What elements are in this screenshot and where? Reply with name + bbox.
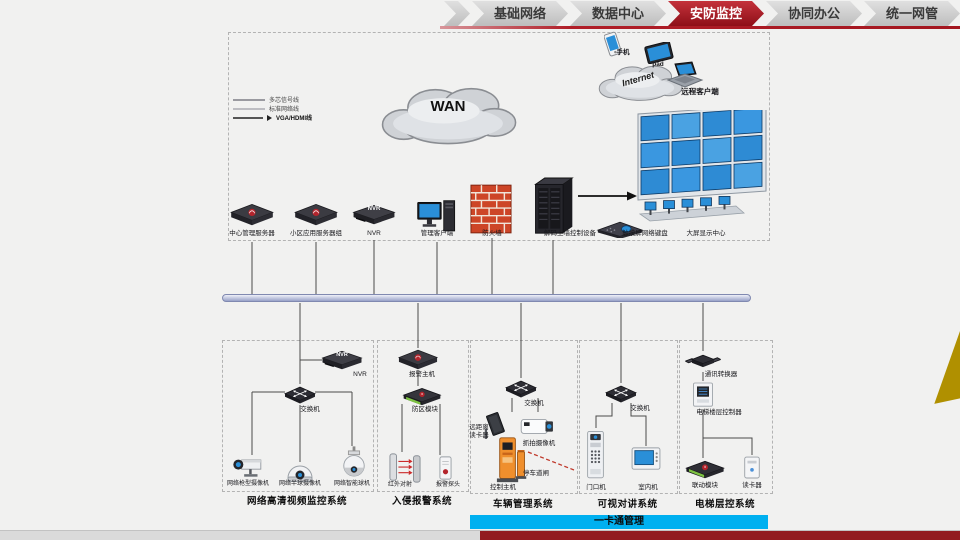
- door-station-label: 门口机: [586, 484, 606, 491]
- floor-controller-icon: [691, 381, 715, 409]
- arrow-right-icon: [267, 114, 272, 121]
- tab-data-center[interactable]: 数据中心: [570, 1, 666, 26]
- switch-label: 交换机: [300, 406, 320, 413]
- legend-row: 多芯信号线: [233, 95, 312, 104]
- legend: 多芯信号线 标准网络线 VGA/HDMI线: [233, 95, 312, 122]
- alarm-detector-icon: [438, 455, 453, 481]
- tab-collaboration[interactable]: 协同办公: [766, 1, 862, 26]
- box-camera-icon: [230, 455, 270, 480]
- ptz-camera-icon: [341, 446, 367, 480]
- center-server-label: 中心管理服务器: [229, 230, 275, 237]
- lightning-icon: [856, 0, 960, 540]
- nav-underline: [440, 26, 960, 29]
- card-reader-label: 读卡器: [742, 482, 762, 489]
- tab-unified-nms[interactable]: 统一网管: [864, 1, 960, 26]
- legend-label: VGA/HDMI线: [276, 116, 313, 122]
- section-title-intercom: 可视对讲系统: [597, 499, 658, 510]
- dome-camera-label: 网络半球摄像机: [278, 481, 321, 487]
- tab-basic-network[interactable]: 基础网络: [472, 1, 568, 26]
- onecard-management-bar: 一卡通管理: [470, 515, 768, 529]
- app-server-icon: [292, 202, 340, 226]
- legend-line-multicore: [233, 98, 265, 101]
- linkage-module-label: 联动模块: [692, 482, 718, 489]
- nav-chevron-stub: [444, 1, 470, 26]
- breadcrumb-nav: 基础网络 数据中心 安防监控 协同办公 统一网管: [444, 1, 960, 26]
- bottom-accent-bar: [480, 531, 960, 540]
- zone-module-label: 防区模块: [412, 406, 438, 413]
- app-server-label: 小区应用服务器组: [290, 230, 342, 237]
- box-camera-label: 网络枪型摄像机: [226, 481, 269, 487]
- nvr-label: NVR: [367, 230, 381, 237]
- ir-beam-icon: [388, 452, 422, 484]
- video-wall-label: 大屏显示中心: [686, 230, 726, 237]
- door-station-icon: [585, 428, 606, 482]
- nvr-device-badge: NVR: [336, 352, 348, 358]
- legend-label: 标准网络线: [269, 107, 300, 113]
- center-server-icon: [228, 202, 276, 226]
- section-title-alarm: 入侵报警系统: [391, 496, 452, 507]
- indoor-station-label: 室内机: [638, 484, 658, 491]
- network-keyboard-label: 触摸屏网络键盘: [622, 230, 668, 237]
- wan-label: WAN: [430, 98, 466, 115]
- nvr-device-badge: NVR: [367, 206, 381, 212]
- switch-icon: [283, 384, 317, 405]
- legend-row: 标准网络线: [233, 104, 312, 113]
- decoder-rack-icon: [530, 177, 576, 236]
- section-title-elevator: 电梯层控系统: [694, 499, 755, 510]
- legend-line-vga: [233, 116, 263, 119]
- ptz-camera-label: 网络智能球机: [333, 481, 370, 487]
- alarm-detector-label: 报警探头: [435, 482, 460, 488]
- alarm-host-label: 报警主机: [409, 371, 435, 378]
- phone-label: 手机: [616, 49, 630, 56]
- legend-line-network: [233, 107, 265, 110]
- switch-icon: [604, 383, 638, 404]
- nvr-label: NVR: [353, 371, 367, 378]
- legend-label: 多芯信号线: [269, 98, 300, 104]
- alarm-host-icon: [396, 348, 440, 370]
- floor-controller-label: 电梯楼层控制器: [696, 409, 742, 416]
- pad-label: pad: [652, 61, 664, 68]
- switch-label: 交换机: [630, 405, 650, 412]
- linkage-module-icon: [682, 458, 728, 480]
- firewall-label: 防火墙: [482, 230, 502, 237]
- switch-label: 交换机: [524, 400, 544, 407]
- switch-icon: [504, 378, 538, 399]
- indoor-station-icon: [630, 446, 662, 472]
- comm-converter-label: 通讯转换器: [704, 371, 738, 378]
- capture-camera-icon: [518, 412, 558, 440]
- video-wall-icon: [637, 110, 767, 222]
- section-title-vehicle: 车辆管理系统: [492, 499, 553, 510]
- tab-security-monitoring[interactable]: 安防监控: [668, 1, 764, 26]
- firewall-icon: [470, 184, 512, 234]
- comm-converter-icon: [684, 351, 722, 373]
- ir-beam-label: 红外对射: [387, 482, 412, 488]
- card-reader-icon: [742, 455, 762, 481]
- capture-camera-label: 抓拍摄像机: [522, 440, 556, 447]
- section-title-video: 网络高清视频监控系统: [246, 496, 347, 507]
- backbone-bus: [222, 294, 751, 302]
- barrier-gate-label: 停车道闸: [523, 470, 549, 477]
- legend-row: VGA/HDMI线: [233, 113, 312, 122]
- management-client-label: 管理客户端: [420, 230, 454, 237]
- zone-module-icon: [400, 386, 444, 406]
- decoder-label: 解码上墙控制设备: [544, 230, 596, 237]
- remote-client-label: 远程客户端: [681, 87, 719, 96]
- long-range-reader-label: 远距离读卡器: [469, 424, 489, 439]
- control-host-label: 控制主机: [490, 484, 516, 491]
